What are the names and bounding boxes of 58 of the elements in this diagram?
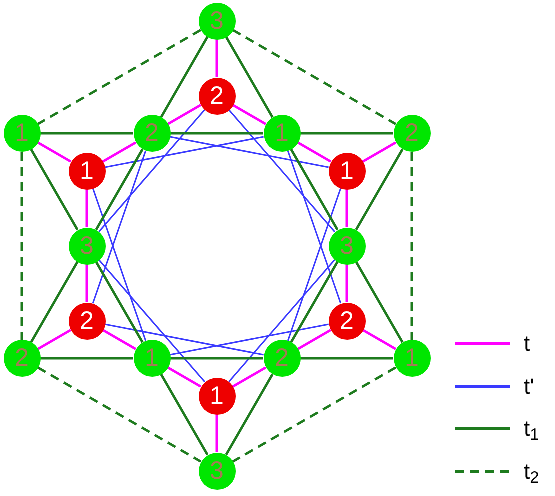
- connector-line: [86, 264, 88, 302]
- legend-label: t': [524, 376, 534, 398]
- legend-label: t$_{2}$: [524, 461, 540, 483]
- dashed-connector-line: [232, 366, 397, 463]
- connector-line: [102, 142, 137, 163]
- connector-line: [92, 150, 147, 304]
- connector-line: [37, 142, 72, 163]
- connector-line: [297, 142, 332, 163]
- connector-line: [362, 329, 397, 350]
- connector-line: [287, 150, 342, 304]
- connector-line: [98, 110, 206, 232]
- connector-line: [170, 136, 329, 168]
- connector-line: [355, 261, 404, 344]
- dashed-connector-line: [37, 366, 202, 463]
- connector-line: [98, 260, 206, 382]
- connector-line: [170, 357, 264, 360]
- connector-line: [167, 366, 202, 388]
- connector-line: [287, 188, 342, 342]
- connector-line: [225, 36, 274, 118]
- connector-line: [170, 324, 329, 356]
- connector-line: [40, 357, 134, 360]
- connector-line: [86, 190, 88, 228]
- connector-line: [40, 132, 134, 135]
- connector-line: [92, 188, 147, 342]
- connector-line: [160, 36, 209, 118]
- dashed-connector-line: [37, 29, 202, 126]
- connector-line: [300, 132, 394, 135]
- connector-line: [167, 104, 202, 126]
- connector-line: [105, 136, 264, 168]
- connector-line: [37, 329, 72, 350]
- connector-line: [290, 148, 339, 231]
- connector-line: [232, 104, 267, 126]
- connector-line: [346, 264, 348, 302]
- connector-line: [355, 148, 404, 231]
- connector-line: [30, 148, 79, 231]
- legend-label: t$_{1}$: [524, 418, 540, 440]
- connector-line: [290, 261, 339, 344]
- connector-line: [346, 190, 348, 228]
- connector-line: [102, 329, 137, 350]
- connector-line: [232, 366, 267, 388]
- connector-line: [105, 324, 264, 356]
- dashed-connector-line: [20, 152, 24, 340]
- legend-label: t: [524, 333, 530, 355]
- connector-line: [170, 132, 264, 135]
- connector-line: [225, 374, 274, 456]
- dashed-connector-line: [410, 152, 414, 340]
- connector-line: [297, 329, 332, 350]
- connector-line: [30, 261, 79, 344]
- connector-line: [300, 357, 394, 360]
- connector-line: [216, 414, 218, 452]
- connector-line: [228, 110, 336, 232]
- connector-line: [160, 374, 209, 456]
- connector-line: [95, 261, 144, 344]
- connector-line: [95, 148, 144, 231]
- connector-line: [228, 260, 336, 382]
- dashed-connector-line: [232, 29, 397, 126]
- connector-line: [216, 40, 218, 78]
- connector-line: [362, 142, 397, 163]
